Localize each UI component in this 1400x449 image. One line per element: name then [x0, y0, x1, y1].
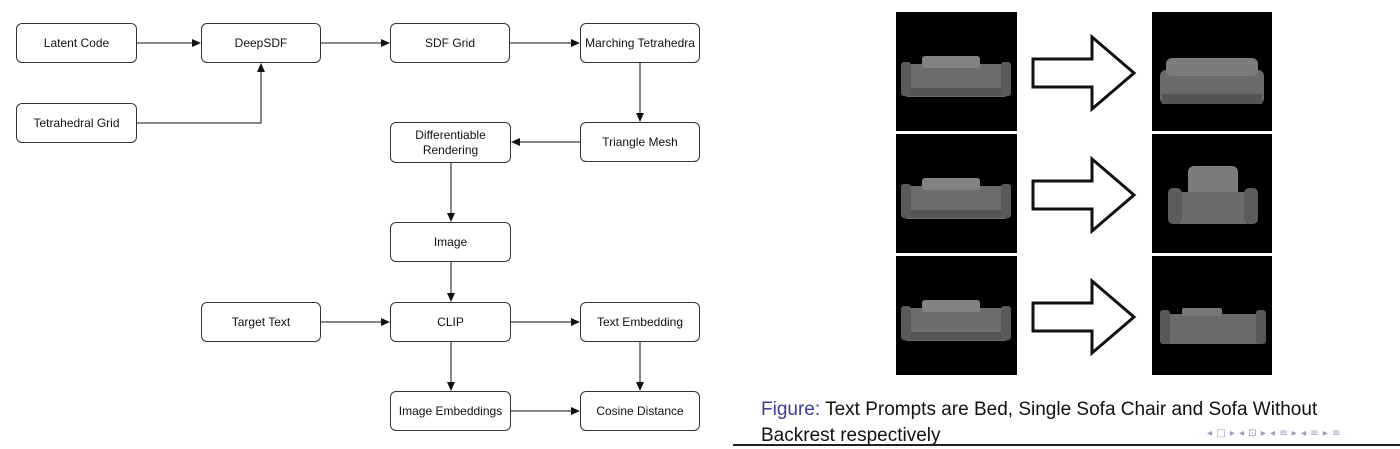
search-icon[interactable]: ◂ ≡ ▸ ≡	[1300, 428, 1341, 439]
subsection-nav-icon[interactable]: ◂ ⊡ ▸	[1239, 428, 1267, 439]
node-sdf-grid: SDF Grid	[390, 23, 510, 63]
node-differentiable-rendering: Differentiable Rendering	[390, 122, 511, 163]
node-clip: CLIP	[390, 302, 511, 342]
right-arrow-icon	[1031, 277, 1137, 357]
node-text-embedding: Text Embedding	[580, 302, 700, 342]
thumb-before-sofa-2	[896, 134, 1017, 253]
node-image-embeddings: Image Embeddings	[390, 391, 511, 431]
sofa-no-backrest-render	[1160, 308, 1266, 344]
node-target-text: Target Text	[201, 302, 321, 342]
frame-prev-icon[interactable]: ◂ □ ▸	[1207, 428, 1236, 439]
beamer-navigation[interactable]: ◂ □ ▸ ◂ ⊡ ▸ ◂ ≡ ▸ ◂ ≡ ▸ ≡	[1207, 428, 1341, 439]
bed-render	[1160, 58, 1264, 104]
thumb-before-sofa-3	[896, 256, 1017, 375]
node-cosine-distance: Cosine Distance	[580, 391, 700, 431]
node-latent-code: Latent Code	[16, 23, 137, 63]
caption-label: Figure:	[761, 399, 821, 420]
thumb-after-sofa-no-backrest	[1152, 256, 1272, 375]
right-arrow-icon	[1031, 33, 1137, 113]
thumb-after-sofa-chair	[1152, 134, 1272, 253]
sofa-render	[901, 178, 1011, 219]
caption-text: Text Prompts are Bed, Single Sofa Chair …	[761, 399, 1318, 446]
thumb-after-bed	[1152, 12, 1272, 131]
node-marching-tetrahedra: Marching Tetrahedra	[580, 23, 700, 63]
node-deepsdf: DeepSDF	[201, 23, 321, 63]
figure-caption: Figure: Text Prompts are Bed, Single Sof…	[761, 397, 1361, 449]
node-triangle-mesh: Triangle Mesh	[580, 122, 700, 162]
sofa-render	[901, 300, 1011, 341]
node-tetrahedral-grid: Tetrahedral Grid	[16, 103, 137, 143]
sofa-render	[901, 56, 1011, 97]
slide-bottom-rule	[733, 444, 1400, 446]
sofa-chair-render	[1168, 166, 1258, 224]
thumb-before-sofa-1	[896, 12, 1017, 131]
right-arrow-icon	[1031, 155, 1137, 235]
node-image: Image	[390, 222, 511, 262]
section-nav-icon[interactable]: ◂ ≡ ▸	[1270, 428, 1298, 439]
edge-tetragrid-to-deepsdf	[137, 63, 265, 124]
